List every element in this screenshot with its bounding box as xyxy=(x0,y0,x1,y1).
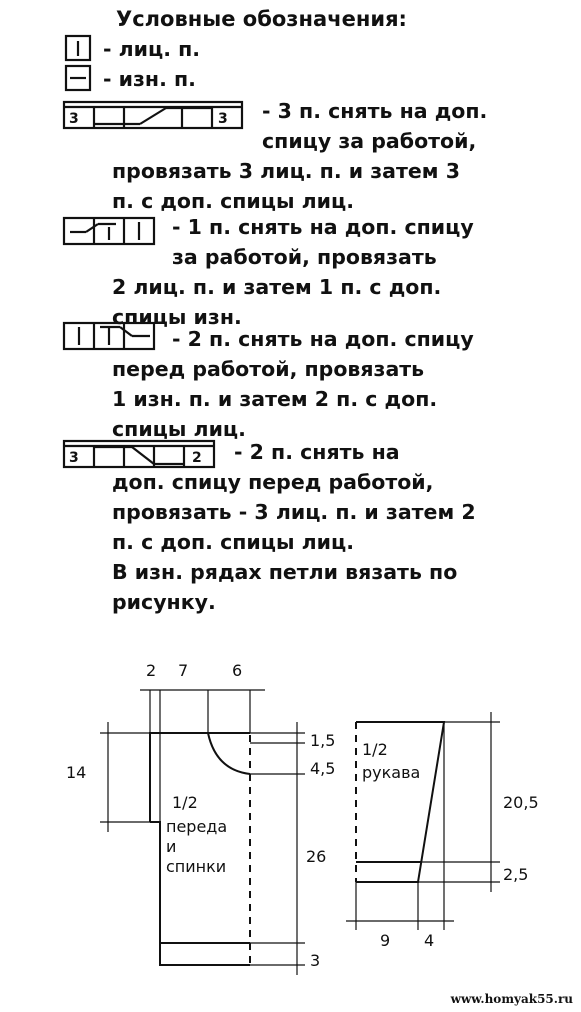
cable1-symbol xyxy=(62,100,244,130)
cable3-line2: перед работой, провязать xyxy=(112,357,425,381)
dim-r3: 26 xyxy=(306,847,326,866)
note-line2: рисунку. xyxy=(112,590,216,614)
cable4-box-number-right: 2 xyxy=(192,450,202,466)
note-line1: В изн. рядах петли вязать по xyxy=(112,560,458,584)
cable1-line2: спицу за работой, xyxy=(262,129,477,153)
legend-title: Условные обозначения: xyxy=(116,7,407,31)
purl-label: - изн. п. xyxy=(103,67,196,91)
watermark: www.homyak55.ru xyxy=(450,992,573,1006)
cable2-symbol xyxy=(62,216,156,246)
cable2-line3: 2 лиц. п. и затем 1 п. с доп. xyxy=(112,275,442,299)
dim-left: 14 xyxy=(66,763,86,782)
body-piece-outline xyxy=(149,732,251,966)
cable4-line1: - 2 п. снять на xyxy=(234,440,400,464)
cable4-line3: провязать - 3 лиц. п. и затем 2 xyxy=(112,500,476,524)
sleeve-label-2: рукава xyxy=(362,763,420,782)
cable3-line3: 1 изн. п. и затем 2 п. с доп. xyxy=(112,387,438,411)
cable3-line4: спицы лиц. xyxy=(112,417,246,441)
cable4-line2: доп. спицу перед работой, xyxy=(112,470,434,494)
sleeve-dim-b1: 9 xyxy=(380,931,390,950)
cable3-symbol xyxy=(62,321,156,351)
sleeve-dimension-lines xyxy=(346,712,500,930)
sleeve-dim-r2: 2,5 xyxy=(503,865,528,884)
knit-label: - лиц. п. xyxy=(103,37,201,61)
dim-r4: 3 xyxy=(310,951,320,970)
cable4-symbol xyxy=(62,439,216,469)
body-label-2: переда xyxy=(166,817,227,836)
dim-r2: 4,5 xyxy=(310,759,335,778)
sleeve-dim-r1: 20,5 xyxy=(503,793,539,812)
cable3-line1: - 2 п. снять на доп. спицу xyxy=(172,327,474,351)
cable2-line4: спицы изн. xyxy=(112,305,242,329)
dim-top-b: 7 xyxy=(178,661,188,680)
knit-symbol xyxy=(64,34,92,62)
cable4-line4: п. с доп. спицы лиц. xyxy=(112,530,355,554)
cable1-line4: п. с доп. спицы лиц. xyxy=(112,189,355,213)
body-label-4: спинки xyxy=(166,857,226,876)
sleeve-label-1: 1/2 xyxy=(362,740,388,759)
sleeve-outline xyxy=(355,721,446,883)
purl-symbol xyxy=(64,64,92,92)
cable1-line3: провязать 3 лиц. п. и затем 3 xyxy=(112,159,460,183)
dim-top-c: 6 xyxy=(232,661,242,680)
sleeve-dim-b2: 4 xyxy=(424,931,434,950)
cable1-box-number-right: 3 xyxy=(218,111,228,127)
cable1-line1: - 3 п. снять на доп. xyxy=(262,99,488,123)
dim-top-a: 2 xyxy=(146,661,156,680)
body-label-1: 1/2 xyxy=(172,793,198,812)
dim-r1: 1,5 xyxy=(310,731,335,750)
body-dimension-lines xyxy=(100,689,305,975)
cable2-line1: - 1 п. снять на доп. спицу xyxy=(172,215,474,239)
cable1-box-number-left: 3 xyxy=(69,111,79,127)
body-label-3: и xyxy=(166,837,176,856)
cable2-line2: за работой, провязать xyxy=(172,245,437,269)
cable4-box-number-left: 3 xyxy=(69,450,79,466)
